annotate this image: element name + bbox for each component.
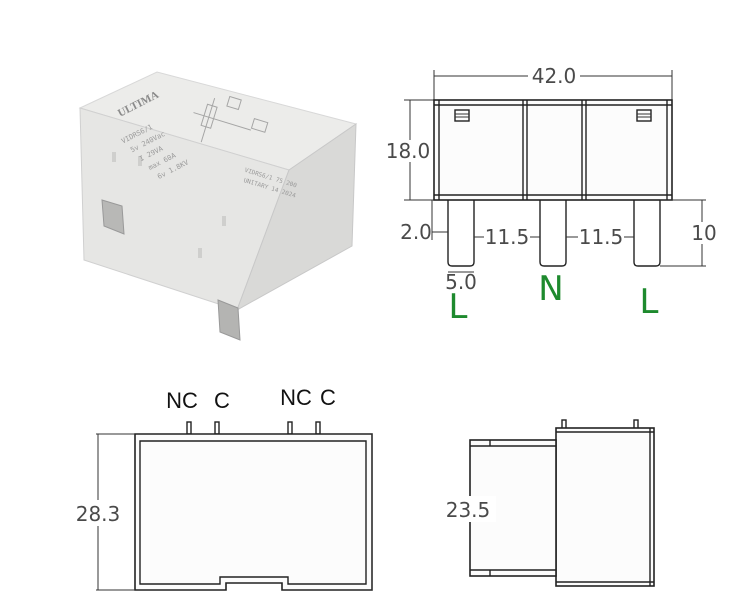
side-view: 23.5 (440, 419, 655, 587)
front-view: 42.0 18.0 2 (384, 63, 718, 327)
dim-width: 42.0 (532, 64, 577, 88)
dim-height: 18.0 (386, 139, 431, 163)
terminal-label-c-2: C (320, 385, 336, 410)
pin-left (447, 200, 475, 267)
dim-spacing-right: 11.5 (579, 225, 624, 249)
latch-window-icon (454, 109, 470, 122)
schematic-coil-icon (250, 118, 269, 133)
pin-right (633, 200, 661, 267)
dim-spacing-left: 11.5 (485, 225, 530, 249)
schematic-box-icon (226, 95, 242, 111)
terminal-label-nc-2: NC (280, 385, 312, 410)
dim-pin-width: 5.0 (445, 270, 477, 294)
bottom-view: NC C NC C 28.3 (68, 385, 373, 591)
dim-side-height: 23.5 (446, 498, 491, 522)
relay-body-front (433, 99, 673, 201)
relay-body-bottom (134, 433, 373, 591)
terminal-label-nc-1: NC (166, 388, 198, 413)
pin-label-left: L (449, 287, 468, 327)
pin-label-right: L (640, 282, 659, 322)
latch-window-icon (636, 109, 652, 122)
dim-pin-length: 10 (691, 221, 716, 245)
pin-neutral (539, 200, 567, 267)
dim-pin-offset: 2.0 (400, 220, 432, 244)
relay-case-side (555, 427, 655, 587)
relay-photo: ULTIMA VIDRS6/1 5v 240Vac I 29VA max 60A… (78, 71, 358, 341)
pin-label-neutral: N (538, 269, 563, 309)
dim-bottom-height: 28.3 (76, 502, 121, 526)
terminal-label-c-1: C (214, 388, 230, 413)
